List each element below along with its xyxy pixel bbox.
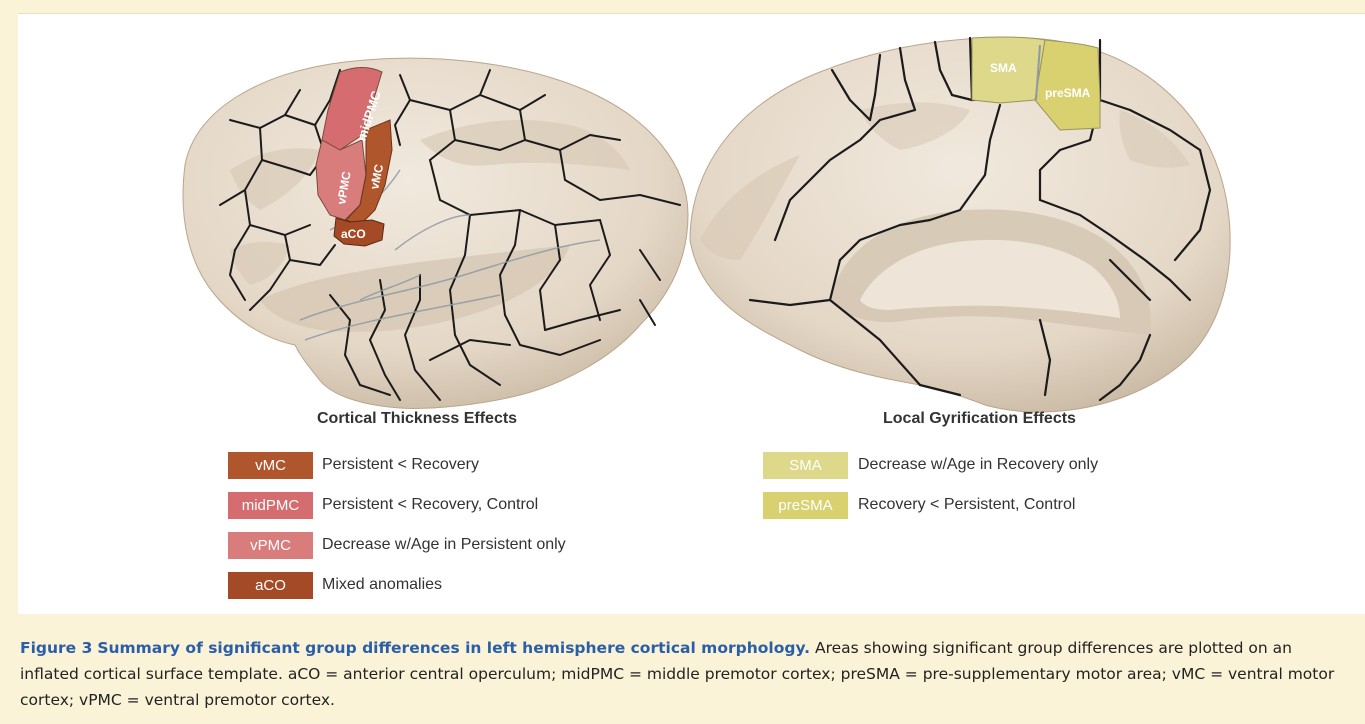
- legend-left-title: Cortical Thickness Effects: [317, 410, 517, 428]
- legend-text-vpmc: Decrease w/Age in Persistent only: [322, 536, 566, 554]
- right-hemisphere-medial: SMA preSMA: [690, 37, 1230, 412]
- legend-swatch-sma: SMA: [763, 452, 848, 479]
- legend-swatch-aco: aCO: [228, 572, 313, 599]
- legend-swatch-vmc: vMC: [228, 452, 313, 479]
- legend-text-presma: Recovery < Persistent, Control: [858, 496, 1075, 514]
- legend-right-title: Local Gyrification Effects: [883, 410, 1076, 428]
- legend-swatch-presma: preSMA: [763, 492, 848, 519]
- caption-label: Figure 3: [20, 639, 92, 657]
- legend-text-aco: Mixed anomalies: [322, 576, 442, 594]
- label-preSMA: preSMA: [1045, 86, 1091, 100]
- left-hemisphere-lateral: midPMC vPMC vMC aCO: [183, 58, 688, 408]
- legend-text-midpmc: Persistent < Recovery, Control: [322, 496, 538, 514]
- label-aCO: aCO: [341, 227, 366, 241]
- legend-swatch-midpmc: midPMC: [228, 492, 313, 519]
- brain-figure: midPMC vPMC vMC aCO: [0, 0, 1365, 620]
- legend-text-sma: Decrease w/Age in Recovery only: [858, 456, 1098, 474]
- caption-title: Summary of significant group differences…: [97, 639, 810, 657]
- legend-swatch-vpmc: vPMC: [228, 532, 313, 559]
- legend-text-vmc: Persistent < Recovery: [322, 456, 479, 474]
- figure-caption: Figure 3 Summary of significant group di…: [20, 635, 1350, 713]
- label-SMA: SMA: [990, 61, 1017, 75]
